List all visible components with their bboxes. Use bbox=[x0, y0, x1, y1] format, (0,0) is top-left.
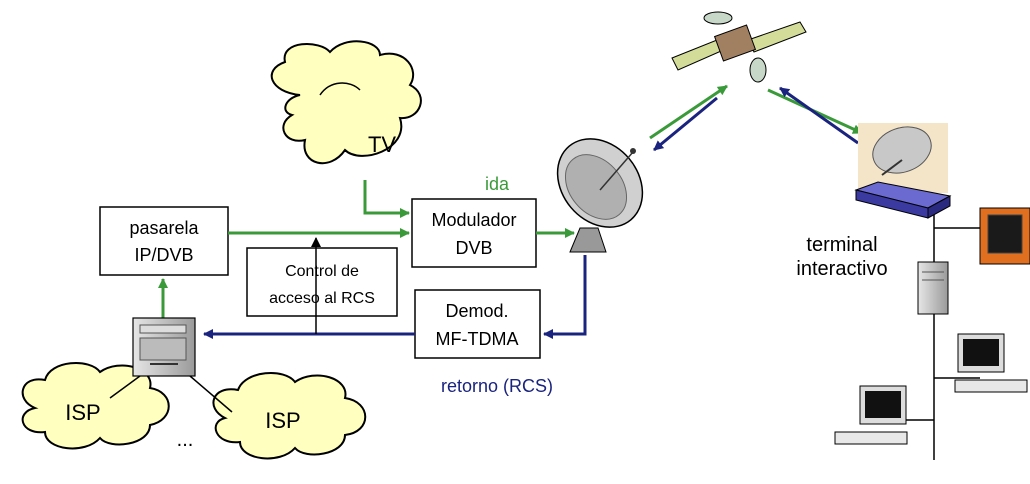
return-link-label: retorno (RCS) bbox=[441, 376, 553, 396]
terminal-label-2: interactivo bbox=[796, 258, 887, 280]
return-links bbox=[203, 86, 859, 339]
forward-link-label: ida bbox=[485, 174, 510, 194]
desktop-computer-icon-2 bbox=[834, 385, 908, 445]
gateway-box: pasarela IP/DVB bbox=[99, 206, 229, 276]
access-label-2: acceso al RCS bbox=[269, 290, 375, 307]
hub-dish-icon bbox=[556, 138, 644, 253]
demod-label-2: MF-TDMA bbox=[436, 329, 519, 349]
terminal-label-1: terminal bbox=[806, 234, 877, 256]
access-control-box: Control de acceso al RCS bbox=[246, 247, 398, 317]
isp-left-label: ISP bbox=[65, 400, 100, 425]
isp-cloud-right: ISP bbox=[212, 371, 367, 460]
tv-cloud: TV bbox=[270, 40, 422, 165]
user-terminal-icon bbox=[854, 123, 952, 219]
isp-right-label: ISP bbox=[265, 408, 300, 433]
lan-server-icon bbox=[917, 261, 949, 315]
access-label-1: Control de bbox=[285, 263, 359, 280]
modulator-label-1: Modulador bbox=[431, 210, 516, 230]
lan-lines bbox=[898, 215, 980, 460]
demodulator-box: Demod. MF-TDMA bbox=[414, 289, 541, 359]
tv-set-icon bbox=[979, 207, 1030, 265]
modulator-label-2: DVB bbox=[455, 238, 492, 258]
modulator-box: Modulador DVB bbox=[411, 198, 537, 268]
ellipsis-label: ... bbox=[177, 429, 194, 451]
hub-server-icon bbox=[132, 317, 196, 377]
desktop-computer-icon bbox=[954, 333, 1028, 393]
gateway-label-1: pasarela bbox=[129, 218, 199, 238]
demod-label-1: Demod. bbox=[445, 301, 508, 321]
isp-cloud-left: ISP bbox=[21, 361, 170, 450]
tv-label: TV bbox=[368, 132, 396, 157]
gateway-label-2: IP/DVB bbox=[134, 245, 193, 265]
isp-links bbox=[109, 375, 233, 413]
satellite-icon bbox=[671, 11, 807, 83]
